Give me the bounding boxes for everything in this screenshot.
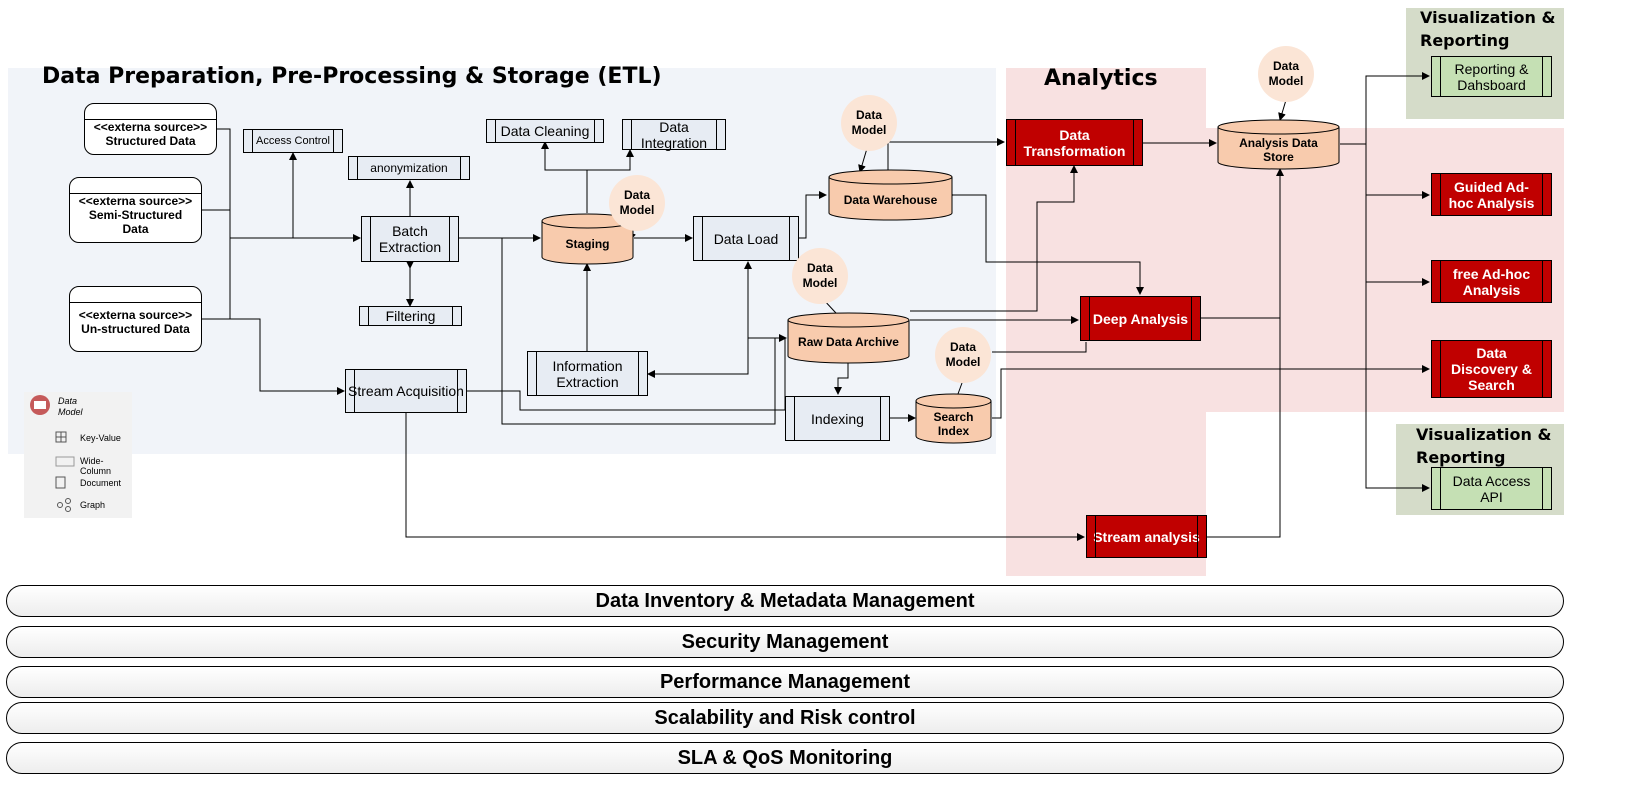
etl-title: Data Preparation, Pre-Processing & Stora… (42, 64, 662, 89)
legend-item-wide-column: Wide-Column (80, 456, 112, 476)
source-semi-structured: <<externa source>> Semi-Structured Data (69, 177, 202, 243)
reporting-dashboard-output: Reporting & Dahsboard (1431, 56, 1552, 97)
wire-warehouse-deep (946, 191, 1144, 295)
store-label: Analysis Data Store (1239, 136, 1318, 164)
viz-bottom-title: Visualization & Reporting (1416, 425, 1552, 467)
analysis-data-store: Analysis Data Store (1217, 119, 1340, 170)
source-unstructured: <<externa source>> Un-structured Data (69, 286, 202, 352)
information-extraction-process: Information Extraction (527, 351, 648, 396)
source-tag: <<externa source>> (93, 120, 208, 134)
stream-analysis-process: Stream analysis (1086, 515, 1207, 558)
wire-deep-ads (1201, 168, 1284, 319)
stream-acquisition-process: Stream Acquisition (345, 369, 467, 413)
cylinder-icon (1217, 119, 1340, 170)
store-label: Search Index (933, 410, 974, 438)
store-label: Data Warehouse (843, 193, 938, 207)
data-discovery-search-output: Data Discovery & Search (1431, 340, 1552, 398)
data-access-api-output: Data Access API (1431, 467, 1552, 510)
band-security: Security Management (6, 626, 1564, 658)
cylinder-icon (915, 393, 992, 444)
search-index-store: Search Index (915, 393, 992, 444)
raw-data-archive-store: Raw Data Archive (787, 312, 910, 364)
store-label: Staging (565, 237, 610, 251)
source-tag: <<externa source>> (78, 308, 193, 322)
data-transformation-process: Data Transformation (1006, 119, 1143, 166)
access-control-process: Access Control (243, 129, 343, 153)
band-scalability: Scalability and Risk control (6, 702, 1564, 734)
data-load-process: Data Load (693, 216, 799, 261)
staging-store: Staging (541, 213, 634, 265)
wire-staging-integration (587, 149, 634, 171)
store-label: Raw Data Archive (798, 335, 899, 349)
data-model-search: Data Model (935, 327, 991, 383)
viz-top-title: Visualization & Reporting (1420, 8, 1556, 50)
free-adhoc-output: free Ad-hoc Analysis (1431, 260, 1552, 303)
data-warehouse-store: Data Warehouse (828, 169, 953, 221)
data-model-legend: Data Model Key-Value Wide-Column Documen… (24, 392, 132, 518)
band-data-inventory: Data Inventory & Metadata Management (6, 585, 1564, 617)
wire-staging-cleaning (541, 141, 588, 213)
cylinder-icon (541, 213, 634, 265)
legend-item-key-value: Key-Value (80, 433, 121, 443)
wire-ads-bus (1340, 143, 1430, 492)
wire-dataload-warehouse (799, 191, 827, 239)
wire-raw-info (647, 337, 786, 378)
source-structured: <<externa source>> Structured Data (84, 103, 217, 155)
band-sla-qos: SLA & QoS Monitoring (6, 742, 1564, 774)
source-name: Un-structured Data (81, 322, 190, 336)
data-integration-process: Data Integration (622, 119, 726, 151)
wire-raw-transform (910, 165, 1078, 312)
batch-extraction-process: Batch Extraction (361, 216, 459, 262)
wire-search-deep (992, 342, 1087, 353)
wire-stream-analysis (405, 413, 1085, 541)
indexing-process: Indexing (785, 396, 890, 441)
analytics-title: Analytics (1044, 66, 1158, 91)
data-model-warehouse: Data Model (841, 95, 897, 151)
source-name: Structured Data (105, 134, 196, 148)
wire-raw-indexing (834, 362, 849, 395)
wire-stream-raw (467, 338, 786, 411)
data-model-ads: Data Model (1258, 46, 1314, 102)
wire-warehouse-transform (887, 138, 1005, 172)
wire-bus-reporting (1365, 72, 1430, 144)
wire-search-discovery (992, 365, 1430, 419)
band-performance: Performance Management (6, 666, 1564, 698)
wire-batch-raw (501, 238, 787, 425)
wire-unstructured (202, 238, 231, 320)
source-tag: <<externa source>> (78, 194, 193, 208)
wire-dm-ads (1278, 99, 1287, 121)
wire-streamanalysis-ads (1207, 318, 1281, 538)
cylinder-icon (787, 312, 910, 364)
wire-unstructured-stream (230, 318, 345, 395)
deep-analysis-process: Deep Analysis (1080, 296, 1201, 341)
data-model-staging: Data Model (609, 175, 665, 231)
source-name: Semi-Structured Data (88, 208, 183, 236)
legend-item-graph: Graph (80, 500, 106, 510)
filtering-process: Filtering (359, 306, 462, 326)
cylinder-icon (828, 169, 953, 221)
legend-graphics (30, 395, 75, 512)
data-cleaning-process: Data Cleaning (486, 119, 604, 143)
anonymization-process: anonymization (348, 156, 470, 180)
wire-structured (216, 128, 231, 238)
guided-adhoc-output: Guided Ad-hoc Analysis (1431, 173, 1552, 216)
data-model-raw: Data Model (792, 248, 848, 304)
legend-item-document: Document (80, 478, 122, 488)
legend-title: Data Model (58, 396, 83, 417)
